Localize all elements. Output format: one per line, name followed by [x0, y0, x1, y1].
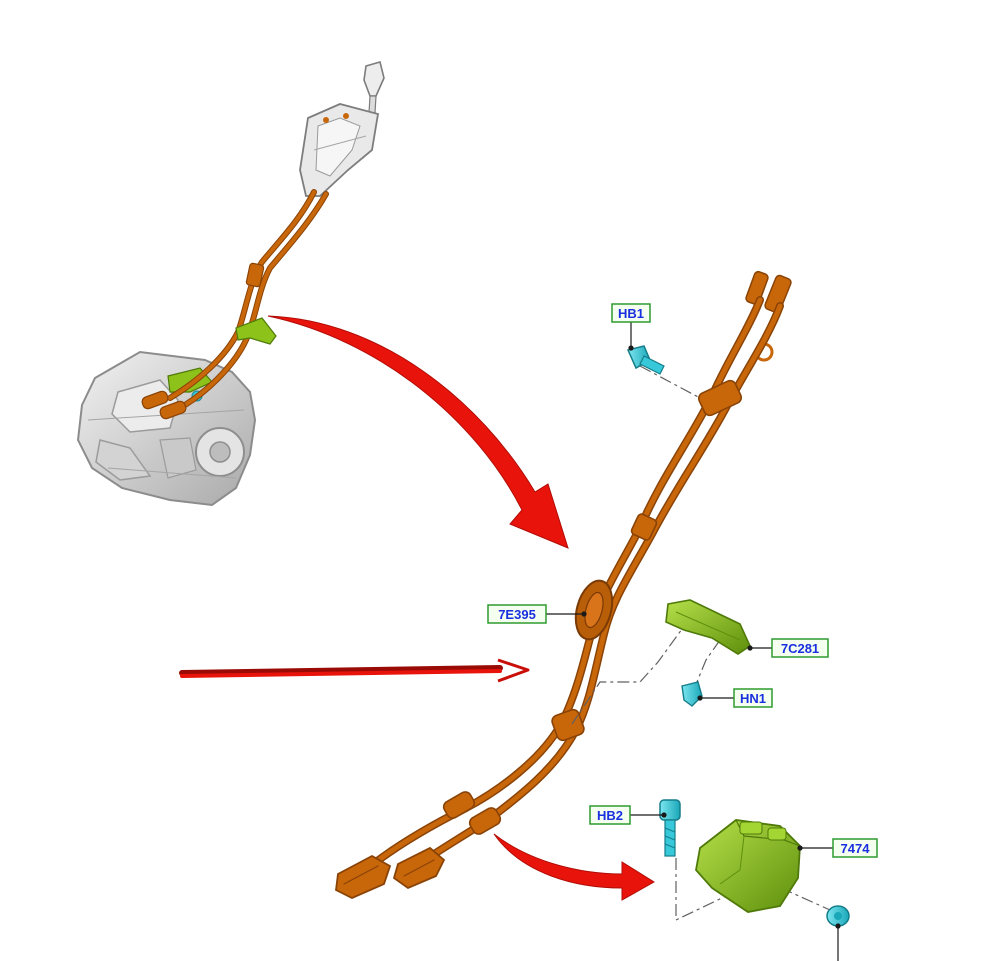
callout-leaders: [546, 322, 839, 961]
callout-hn1: HN1: [733, 688, 773, 708]
horizontal-arrow: [179, 658, 530, 683]
callout-dots: [581, 345, 841, 929]
callout-label: HB2: [597, 808, 623, 823]
callout-label: 7E395: [498, 607, 536, 622]
bolt-icon: [626, 345, 665, 375]
callout-7c281: 7C281: [771, 638, 829, 658]
mount-bracket: [695, 819, 801, 913]
overview-cables: [141, 189, 329, 420]
nut-icon: [826, 905, 850, 927]
callout-7e395: 7E395: [487, 604, 547, 624]
callout-hb1: HB1: [611, 303, 651, 323]
shifter-icon: [299, 61, 385, 197]
curved-arrow-small: [493, 833, 655, 901]
callout-label: HB1: [618, 306, 644, 321]
transmission-overview: [76, 61, 385, 507]
bracket-icon: [665, 599, 752, 655]
callout-label: 7474: [841, 841, 871, 856]
bolt-icon: [659, 799, 681, 857]
transmission-icon: [76, 350, 257, 507]
callout-hb2: HB2: [589, 805, 631, 825]
shift-cable-assembly: [335, 270, 792, 899]
bracket-icon: [235, 317, 277, 345]
curved-arrow-main: [267, 315, 569, 549]
callout-7474: 7474: [832, 838, 878, 858]
callout-label: HN1: [740, 691, 766, 706]
clip-icon: [681, 681, 703, 707]
callout-label: 7C281: [781, 641, 819, 656]
grommet: [574, 579, 614, 641]
